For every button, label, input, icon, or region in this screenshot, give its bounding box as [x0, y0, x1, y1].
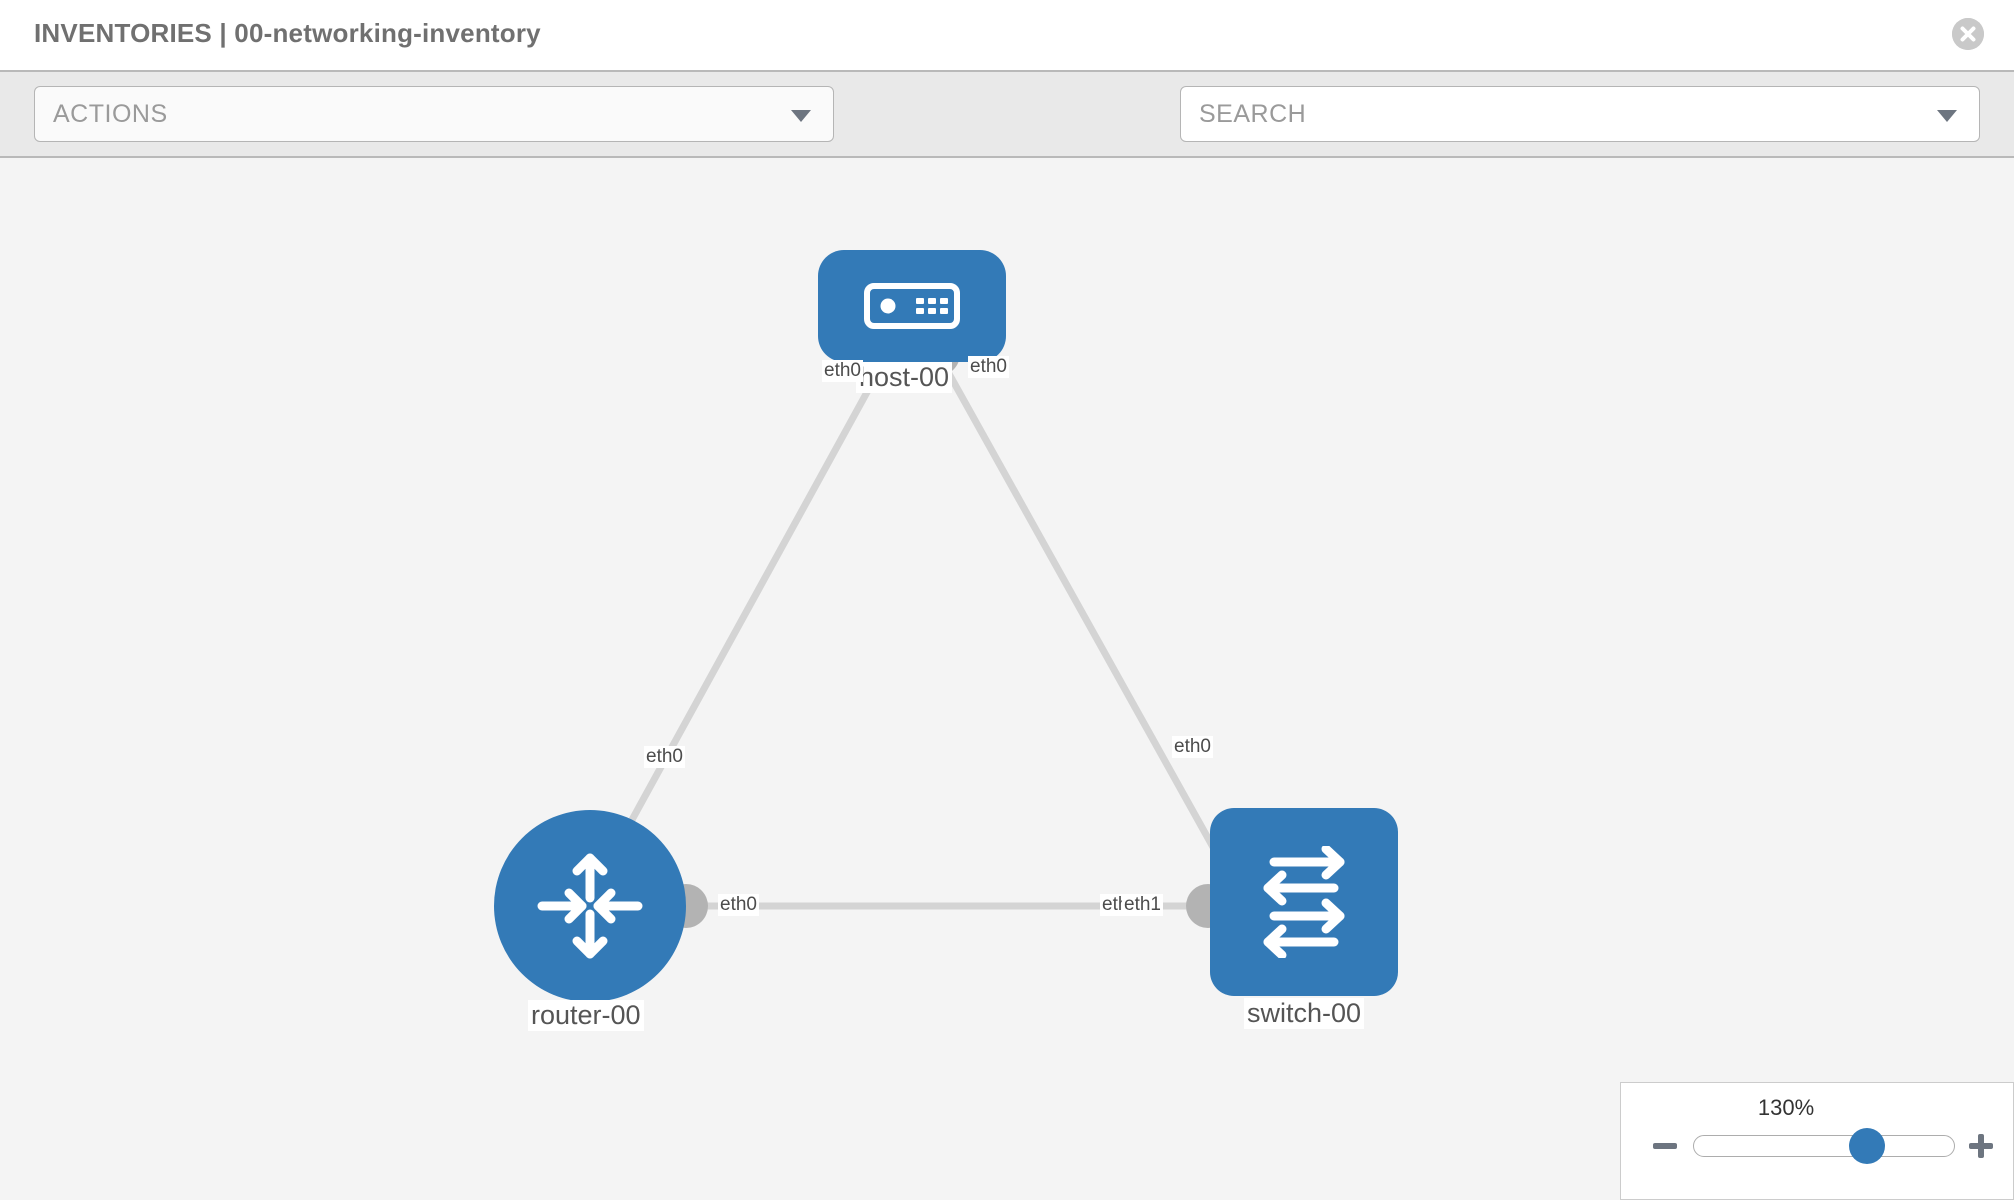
actions-dropdown-label: ACTIONS — [53, 100, 168, 128]
plus-icon — [1969, 1134, 1993, 1158]
page-title: INVENTORIES | 00-networking-inventory — [34, 18, 541, 48]
edge-label-host-eth0-left: eth0 — [822, 360, 863, 382]
node-shape-switch — [1210, 808, 1398, 996]
chevron-down-icon — [791, 110, 811, 122]
node-label-host-00: host-00 — [856, 362, 953, 394]
zoom-slider[interactable] — [1693, 1135, 1955, 1157]
zoom-out-button[interactable] — [1650, 1131, 1680, 1161]
minus-icon — [1653, 1143, 1677, 1149]
edge-label-switch-eth0-up: eth0 — [1172, 736, 1213, 758]
edge-label-router-eth0-up: eth0 — [644, 746, 685, 768]
topology-graph — [596, 332, 1254, 928]
zoom-control-panel: 130% — [1620, 1082, 2014, 1200]
toolbar: ACTIONS SEARCH — [0, 70, 2014, 199]
edge-label-switch-eth1-mid: eth1 — [1122, 894, 1163, 916]
edge-host-router[interactable] — [596, 352, 892, 880]
node-label-switch-00: switch-00 — [1244, 998, 1365, 1030]
router-arrows-icon — [537, 853, 643, 959]
node-shape-router — [494, 810, 686, 1002]
zoom-slider-thumb[interactable] — [1849, 1128, 1885, 1164]
search-placeholder: SEARCH — [1199, 100, 1307, 128]
server-icon — [864, 283, 960, 329]
node-shape-host — [818, 250, 1006, 362]
node-label-router-00: router-00 — [528, 1000, 644, 1032]
search-input[interactable]: SEARCH — [1180, 86, 1980, 142]
edge-label-router-eth0-mid: eth0 — [718, 894, 759, 916]
edge-label-host-eth0-right: eth0 — [968, 356, 1009, 378]
close-button[interactable] — [1952, 18, 1984, 50]
actions-dropdown[interactable]: ACTIONS — [34, 86, 834, 142]
zoom-in-button[interactable] — [1966, 1131, 1996, 1161]
chevron-down-icon — [1937, 110, 1957, 122]
edge-host-switch[interactable] — [934, 352, 1232, 876]
zoom-level-value: 130% — [1757, 1095, 1815, 1120]
topology-canvas[interactable]: host-00 rout — [0, 158, 2014, 1200]
close-circle-icon — [1952, 18, 1984, 50]
page-header: INVENTORIES | 00-networking-inventory — [0, 0, 2014, 70]
switch-arrows-icon — [1263, 846, 1345, 958]
